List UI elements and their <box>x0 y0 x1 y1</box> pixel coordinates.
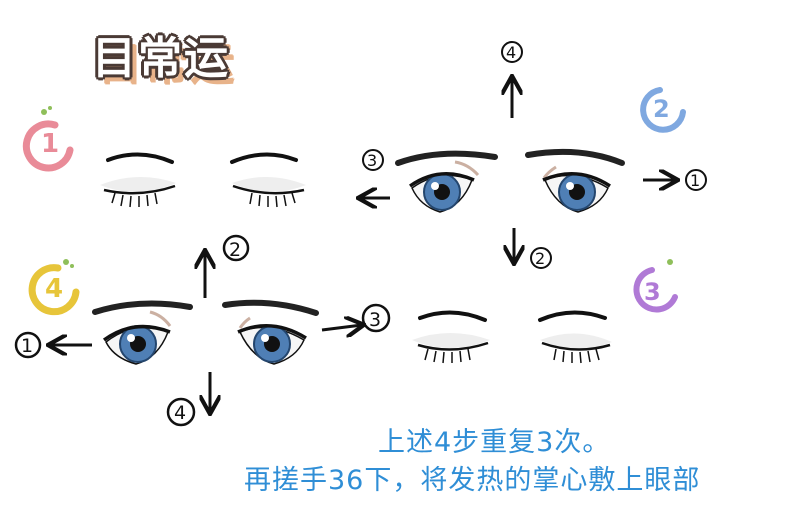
panel-3-closed-eyes: 3 <box>412 259 678 364</box>
arrow-label-right: 3 <box>369 309 381 331</box>
badge-1-number: 1 <box>41 129 59 159</box>
eyebrow-right <box>525 148 625 166</box>
eyebrow-right <box>230 152 298 164</box>
badge-2-number: 2 <box>653 95 670 123</box>
eye-shadow-right <box>232 176 306 193</box>
arrow-label-down: 4 <box>174 402 186 424</box>
panel-4-open-eyes: 4 2 1 <box>14 234 391 427</box>
arrow-label-up: 4 <box>506 43 516 62</box>
closed-eyelid-right <box>232 184 305 195</box>
eye-shadow-left <box>100 176 176 193</box>
title: 目常运 <box>92 33 230 84</box>
panel-1-closed-eyes: 1 <box>22 106 306 208</box>
arrow-label-right: 1 <box>690 171 700 190</box>
badge-4-number: 4 <box>45 274 63 304</box>
badge-3-number: 3 <box>644 278 661 306</box>
badge-1: 1 <box>22 106 74 172</box>
eyebrow-left <box>106 152 174 164</box>
badge-4: 4 <box>28 259 80 316</box>
badge-2: 2 <box>640 87 686 133</box>
eyebrow-left <box>395 150 498 166</box>
closed-eyelid-left <box>103 184 176 195</box>
caption-line-1: 上述4步重复3次。 <box>378 427 611 458</box>
arrow-label-left: 1 <box>21 335 33 357</box>
arrow-label-left: 3 <box>367 151 377 170</box>
arrow-label-down: 2 <box>535 249 545 268</box>
arrow-right <box>321 325 362 330</box>
panel-2-open-eyes: 2 4 1 <box>360 41 707 269</box>
caption-line-2: 再搓手36下，将发热的掌心敷上眼部 <box>244 465 701 496</box>
badge-3: 3 <box>633 259 678 313</box>
arrow-label-up: 2 <box>229 239 241 261</box>
